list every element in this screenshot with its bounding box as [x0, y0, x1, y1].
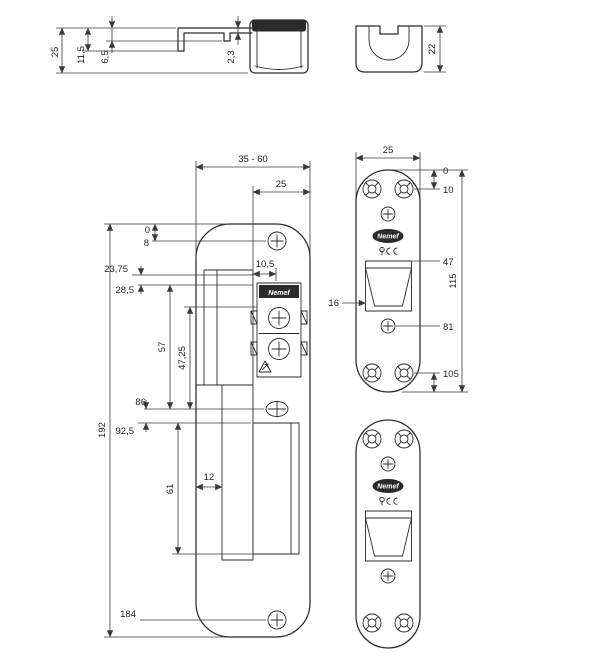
dim-label-fp-81: 81: [443, 322, 454, 333]
countersunk-hole-icon: [394, 613, 414, 633]
dim-label-bracket-thickness: 2,3: [226, 50, 237, 63]
countersunk-hole-icon: [362, 363, 382, 383]
dim-label-datum-92-5: 92,5: [116, 426, 135, 437]
strike-cap-top: [252, 20, 306, 32]
countersunk-hole-icon: [362, 179, 382, 199]
dim-label-width-range: 35 - 60: [238, 154, 268, 165]
dim-label-datum-23-75: 23,75: [104, 264, 128, 275]
view-front-main: Nemef: [97, 154, 311, 638]
terminal-brand-text: Nemef: [268, 290, 290, 297]
dim-label-bracket-step: 6,5: [100, 50, 111, 63]
countersunk-hole-icon: [362, 613, 382, 633]
phillips-screw-icon: [380, 456, 396, 472]
dim-label-span-61: 61: [165, 484, 176, 495]
dim-label-fp-105: 105: [443, 369, 459, 380]
profile-extension-lines: [56, 27, 248, 74]
dim-label-face-width: 25: [276, 179, 287, 190]
view-faceplate-dimensioned: 25 0 10 47 81 105 115 16: [328, 145, 468, 393]
dim-label-datum-0: 0: [145, 225, 150, 236]
dim-label-span-57: 57: [157, 342, 168, 353]
dim-label-datum-8: 8: [144, 238, 149, 249]
terminal-block: Nemef: [250, 282, 308, 378]
keeper-section-outline: [355, 25, 423, 73]
mounting-plate-profile: [177, 27, 253, 52]
nemef-logo: [372, 229, 404, 243]
terminal-screw-2: [268, 338, 290, 360]
dim-label-terminal-offset: 10,5: [256, 259, 275, 270]
strike-body-lines: [195, 269, 254, 561]
dim-label-fp-47: 47: [443, 257, 454, 268]
dim-label-body-width: 12: [204, 472, 215, 483]
faceplate-dimension-lines: [342, 154, 466, 393]
wire-clamp-tabs: [250, 310, 308, 356]
phillips-screw-icon: [380, 318, 396, 334]
screw-hole-top: [267, 231, 287, 251]
terminal-screw-1: [268, 307, 290, 329]
phillips-screw-icon: [380, 206, 396, 222]
dim-label-span-47-25: 47,25: [177, 346, 188, 370]
arrow-symbol-icon: [258, 360, 272, 373]
latch-keeper-opening: [365, 260, 412, 312]
dim-label-datum-86: 86: [135, 397, 146, 408]
dim-label-datum-28-5: 28,5: [116, 285, 135, 296]
countersunk-hole-icon: [362, 429, 382, 449]
dim-label-fp-width: 25: [383, 145, 394, 156]
latch-keeper-opening: [365, 510, 412, 562]
section-dimension: [424, 25, 446, 73]
view-faceplate-plain: [355, 419, 421, 649]
dim-label-fp-10: 10: [443, 185, 454, 196]
dim-label-section-height: 22: [427, 44, 438, 55]
phillips-screw-icon: [380, 568, 396, 584]
countersunk-hole-icon: [394, 429, 414, 449]
view-keeper-section: 22: [355, 25, 446, 73]
latch-opening: [252, 422, 300, 555]
profile-dimension-lines: [58, 16, 242, 74]
oval-adjust-screw: [265, 400, 289, 418]
keeper-section-cavity: [368, 25, 410, 61]
dim-label-bracket-total: 25: [50, 47, 61, 58]
countersunk-hole-icon: [394, 363, 414, 383]
dim-label-fp-16: 16: [328, 298, 339, 309]
dim-label-fp-115: 115: [448, 273, 459, 288]
nemef-logo: [372, 479, 404, 493]
dim-label-datum-184: 184: [120, 609, 136, 620]
view-bracket-profile: 25 11,5 6,5 2,3: [50, 16, 309, 74]
terminal-brand-band: [259, 285, 299, 298]
dim-label-span-192: 192: [97, 422, 108, 438]
front-dimension-lines: [106, 163, 311, 638]
countersunk-hole-icon: [394, 179, 414, 199]
screw-hole-bottom: [267, 610, 287, 630]
dim-label-bracket-lip: 11,5: [76, 46, 87, 64]
strike-cap-detail: [254, 30, 304, 70]
dim-label-fp-0: 0: [443, 166, 448, 177]
